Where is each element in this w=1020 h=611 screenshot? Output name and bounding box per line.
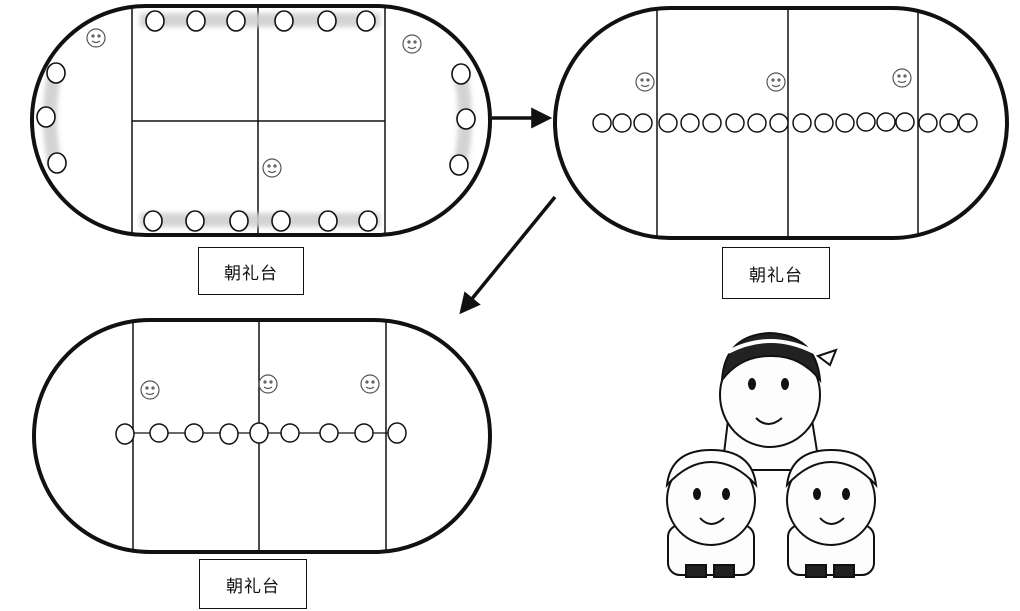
- track-outline: [30, 4, 492, 237]
- student-circle-icon: [835, 113, 855, 133]
- student-circle-icon: [814, 113, 834, 133]
- student-row: [145, 10, 376, 32]
- teacher-face-icon: [402, 34, 422, 54]
- student-circle-icon: [612, 113, 632, 133]
- student-circle-icon: [747, 113, 767, 133]
- student-circle-icon: [186, 10, 206, 32]
- teacher-face-icon: [86, 28, 106, 48]
- student-circle-icon: [939, 113, 959, 133]
- student-circle-icon: [958, 113, 978, 133]
- student-circle-icon: [358, 210, 378, 232]
- student-circle-icon: [280, 423, 300, 443]
- student-line: [592, 112, 978, 133]
- student-circle-icon: [680, 113, 700, 133]
- student-circle-icon: [271, 210, 291, 232]
- teacher-face-icon: [635, 72, 655, 92]
- student-circle-icon: [47, 152, 67, 174]
- formation-diagram-3: [32, 318, 492, 554]
- student-circle-icon: [115, 423, 135, 445]
- student-circle-icon: [792, 113, 812, 133]
- student-circle-icon: [354, 423, 374, 443]
- student-circle-icon: [456, 108, 476, 130]
- student-circle-icon: [226, 10, 246, 32]
- children-illustration: [665, 331, 878, 578]
- student-circle-icon: [143, 210, 163, 232]
- track-outline: [32, 318, 492, 554]
- student-circle-icon: [229, 210, 249, 232]
- student-circle-icon: [876, 112, 896, 132]
- student-circle-icon: [856, 112, 876, 132]
- student-circle-icon: [318, 210, 338, 232]
- student-circle-icon: [702, 113, 722, 133]
- teacher-face-icon: [766, 72, 786, 92]
- stage-label-1: 朝礼台: [198, 247, 304, 295]
- student-circle-icon: [725, 113, 745, 133]
- student-circle-icon: [249, 422, 269, 444]
- student-circle-icon: [356, 10, 376, 32]
- student-circle-icon: [36, 106, 56, 128]
- student-circle-icon: [46, 62, 66, 84]
- arrow-icon: [459, 195, 557, 315]
- student-circle-icon: [451, 63, 471, 85]
- student-column: [36, 62, 476, 176]
- student-row: [143, 210, 378, 232]
- student-circle-icon: [149, 423, 169, 443]
- student-circle-icon: [319, 423, 339, 443]
- teacher-face-icon: [360, 374, 380, 394]
- student-circle-icon: [658, 113, 678, 133]
- student-circle-icon: [449, 154, 469, 176]
- student-circle-icon: [918, 113, 938, 133]
- student-circle-icon: [592, 113, 612, 133]
- student-circle-icon: [274, 10, 294, 32]
- student-circle-icon: [219, 423, 239, 445]
- girl-figure: [719, 331, 838, 471]
- boy-figure: [665, 448, 758, 578]
- teacher-face-icon: [262, 158, 282, 178]
- track-outline: [553, 6, 1009, 240]
- student-circle-icon: [184, 423, 204, 443]
- stage-label-2: 朝礼台: [722, 247, 830, 299]
- formation-diagram-1: [30, 4, 492, 237]
- student-circle-icon: [633, 113, 653, 133]
- boy-figure: [785, 448, 878, 578]
- student-circle-icon: [769, 113, 789, 133]
- student-line: [115, 422, 407, 445]
- student-circle-icon: [185, 210, 205, 232]
- teacher-face-icon: [258, 374, 278, 394]
- teacher-face-icon: [892, 68, 912, 88]
- formation-diagram-2: [553, 6, 1009, 240]
- student-circle-icon: [387, 422, 407, 444]
- teacher-face-icon: [140, 380, 160, 400]
- student-circle-icon: [145, 10, 165, 32]
- student-circle-icon: [895, 112, 915, 132]
- stage-label-3: 朝礼台: [199, 559, 307, 609]
- student-circle-icon: [317, 10, 337, 32]
